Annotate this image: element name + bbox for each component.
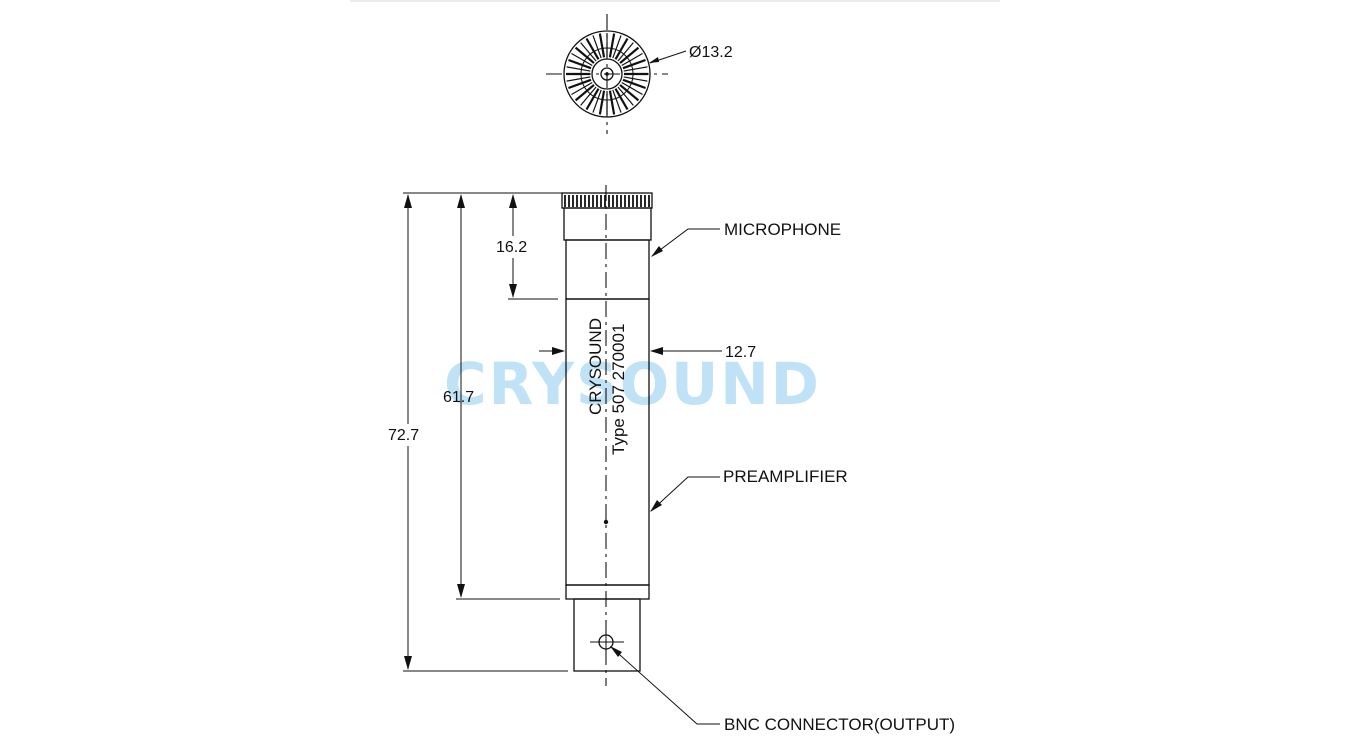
- preamplifier-callout: PREAMPLIFIER: [723, 467, 848, 486]
- preamplifier-bottom-ring: [565, 584, 650, 600]
- diameter-leader-arrow: [649, 57, 659, 63]
- grille-spoke: [617, 42, 634, 62]
- grille-spoke: [568, 58, 592, 70]
- preamplifier-leader-arrow: [650, 500, 662, 512]
- grille-spoke: [574, 46, 595, 64]
- grille-spoke: [585, 88, 600, 111]
- diameter-label: Ø13.2: [689, 44, 733, 61]
- grille-spoke: [614, 37, 629, 60]
- callouts: MICROPHONE PREAMPLIFIER BNC CONNECTOR(OU…: [610, 220, 955, 734]
- grille-spoke: [571, 52, 593, 67]
- centerline-dot: [603, 519, 609, 525]
- microphone-leader: [651, 228, 720, 257]
- dim-61-7-arrow-bottom: [457, 584, 465, 598]
- dim-16-2-label: 16.2: [496, 239, 527, 256]
- grille-spoke: [622, 78, 646, 90]
- preamplifier-leader: [650, 476, 720, 512]
- grille-spoke: [568, 78, 592, 90]
- grille-spoke: [623, 76, 648, 82]
- grille-spoke: [598, 90, 606, 115]
- grille-spoke: [566, 76, 591, 82]
- grille-spoke: [574, 84, 595, 102]
- grille-spoke: [619, 84, 640, 102]
- grille-spoke: [621, 81, 643, 96]
- grille-spoke: [580, 42, 597, 62]
- dimension-lines: 72.7 61.7 16.2 12.7: [384, 192, 756, 672]
- dim-16-2-arrow-bottom: [509, 284, 517, 298]
- grille-spoke: [619, 46, 640, 64]
- grille-spoke: [598, 33, 606, 58]
- bnc-callout: BNC CONNECTOR(OUTPUT): [724, 715, 955, 734]
- grille-spokes: [566, 33, 648, 115]
- microphone-leader-arrow: [651, 246, 663, 257]
- grille-spoke: [617, 86, 634, 106]
- dim-12-7-arrow-left: [552, 347, 565, 355]
- grille-spoke: [608, 33, 616, 58]
- grille-spoke: [580, 86, 597, 106]
- grille-spoke: [622, 58, 646, 70]
- grille-spoke: [623, 66, 648, 72]
- grille-spoke: [592, 89, 602, 113]
- microphone-capsule: [563, 207, 652, 241]
- engraving-model: Type 507 270001: [609, 324, 628, 455]
- preamplifier-body: [565, 298, 650, 586]
- dim-72-7-arrow-bottom: [404, 656, 412, 670]
- grille-teeth: [564, 195, 650, 207]
- dim-61-7-arrow-top: [457, 194, 465, 208]
- grille-spoke: [592, 35, 602, 59]
- grille-spoke: [566, 66, 591, 72]
- microphone-callout: MICROPHONE: [724, 220, 841, 239]
- grille-spoke: [612, 35, 622, 59]
- grille-spoke: [585, 37, 600, 60]
- watermark-text: CRYSOUND: [444, 350, 821, 418]
- top-view: Ø13.2: [546, 14, 733, 134]
- grille-spoke: [612, 89, 622, 113]
- dim-12-7-label: 12.7: [725, 344, 756, 361]
- bnc-leader-arrow: [610, 646, 622, 657]
- grille-spoke: [621, 52, 643, 67]
- bnc-leader: [610, 646, 720, 725]
- dim-72-7-label: 72.7: [388, 427, 419, 444]
- engraving-brand: CRYSOUND: [586, 318, 605, 415]
- grille-spoke: [571, 81, 593, 96]
- microphone-grille: [561, 192, 653, 209]
- grille-spoke: [608, 90, 616, 115]
- bnc-connector-body: [573, 598, 641, 672]
- dim-16-2-arrow-top: [509, 194, 517, 208]
- grille-spoke: [614, 88, 629, 111]
- dim-61-7-label: 61.7: [443, 389, 474, 406]
- side-view: CRYSOUND Type 507 270001: [561, 185, 653, 686]
- microphone-body: [565, 239, 650, 300]
- dim-12-7-arrow-right: [650, 347, 663, 355]
- dim-72-7-arrow-top: [404, 194, 412, 208]
